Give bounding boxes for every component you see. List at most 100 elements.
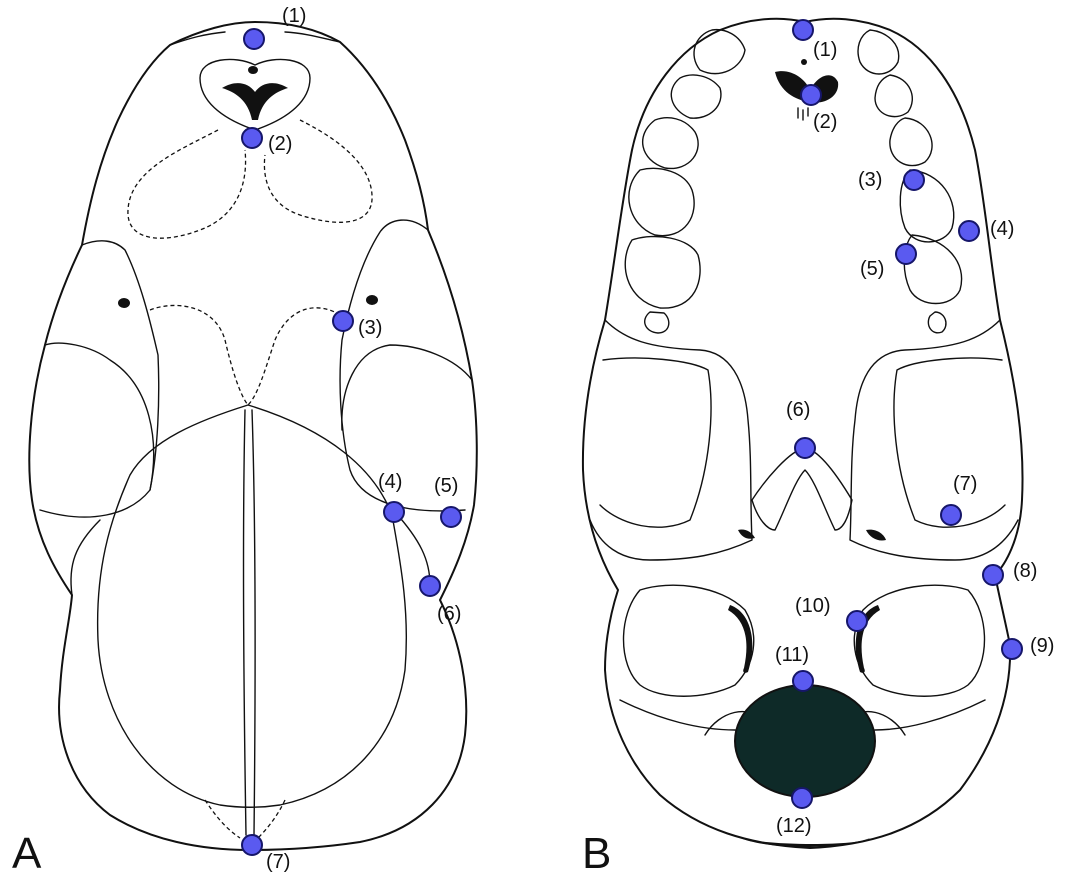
panel-a-right-foramen bbox=[366, 295, 378, 305]
landmark-dot bbox=[332, 310, 354, 332]
landmark-label: (12) bbox=[776, 815, 812, 837]
panel-a-nasal-foramen bbox=[248, 66, 258, 74]
landmark-label: (4) bbox=[990, 218, 1014, 240]
panel-b-left-zygoma bbox=[589, 319, 753, 561]
landmark-label: (7) bbox=[266, 851, 290, 873]
panel-b-landmark-1: (1) bbox=[792, 19, 837, 61]
landmark-dot bbox=[958, 220, 980, 242]
panel-a-skull-outline bbox=[28, 21, 478, 851]
panel-b-landmark-7: (7) bbox=[940, 473, 977, 526]
panel-b-left-bulla bbox=[622, 584, 755, 697]
landmark-dot bbox=[903, 169, 925, 191]
panel-b-left-teeth bbox=[624, 28, 746, 334]
panel-b-posterior-edge bbox=[740, 838, 870, 847]
panel-b-landmark-10: (10) bbox=[795, 595, 868, 632]
landmark-label: (7) bbox=[953, 473, 977, 495]
landmark-dot bbox=[846, 610, 868, 632]
panel-b-landmarks: (1) (2) (3) (4) (5) (6) bbox=[775, 19, 1054, 837]
panel-a-dashed-left bbox=[127, 129, 247, 239]
landmark-label: (3) bbox=[358, 317, 382, 339]
panel-a-landmark-3: (3) bbox=[332, 310, 382, 339]
panel-b-right-bulla bbox=[853, 584, 986, 697]
panel-b-pterygoid-dark-left bbox=[738, 529, 755, 539]
panel-a-landmark-4: (4) bbox=[378, 471, 405, 523]
panel-b-left-jugal bbox=[599, 357, 712, 528]
panel-b-landmark-12: (12) bbox=[776, 787, 813, 837]
panel-b-left-bulla-edge bbox=[728, 605, 753, 673]
panel-a-landmark-2: (2) bbox=[241, 127, 292, 155]
landmark-dot bbox=[794, 437, 816, 459]
landmark-label: (4) bbox=[378, 471, 402, 493]
landmark-dot bbox=[792, 670, 814, 692]
landmark-dot bbox=[792, 19, 814, 41]
panel-b-letter: B bbox=[582, 829, 611, 878]
panel-b-right-zygoma bbox=[849, 319, 1019, 561]
panel-b-foramen-magnum bbox=[734, 684, 876, 798]
panel-b-ventral-skull: (1) (2) (3) (4) (5) (6) bbox=[581, 17, 1054, 878]
panel-b-pterygoid-dark-right bbox=[866, 529, 886, 541]
panel-a-dorsal-skull: (1) (2) (3) (4) (5) (6) bbox=[12, 5, 478, 878]
panel-a-right-orbit bbox=[341, 344, 473, 431]
landmark-label: (5) bbox=[434, 475, 458, 497]
landmark-dot bbox=[440, 506, 462, 528]
panel-b-landmark-5: (5) bbox=[860, 243, 917, 280]
panel-a-nasal-opening bbox=[199, 58, 311, 131]
panel-b-landmark-4: (4) bbox=[958, 218, 1014, 242]
panel-b-landmark-11: (11) bbox=[775, 644, 814, 692]
panel-b-landmark-6: (6) bbox=[786, 399, 816, 459]
panel-a-nasal-dark bbox=[222, 83, 288, 120]
panel-a-landmarks: (1) (2) (3) (4) (5) (6) bbox=[241, 5, 462, 873]
landmark-label: (2) bbox=[268, 133, 292, 155]
landmark-dot bbox=[419, 575, 441, 597]
panel-a-braincase bbox=[96, 404, 408, 808]
panel-a-landmark-6: (6) bbox=[419, 575, 461, 625]
landmark-dot bbox=[895, 243, 917, 265]
landmark-label: (10) bbox=[795, 595, 831, 617]
panel-b-nasal-dot bbox=[801, 59, 807, 65]
panel-b-landmark-2: (2) bbox=[800, 84, 837, 133]
panel-b-skull-outline bbox=[581, 17, 1024, 849]
panel-b-right-jugal bbox=[893, 357, 1006, 528]
landmark-label: (8) bbox=[1013, 560, 1037, 582]
landmark-dot bbox=[791, 787, 813, 809]
landmark-dot bbox=[383, 501, 405, 523]
panel-a-letter: A bbox=[12, 829, 42, 878]
panel-a-frontal-suture bbox=[149, 304, 346, 406]
panel-a-left-temporal bbox=[70, 519, 101, 596]
landmark-label: (6) bbox=[437, 603, 461, 625]
panel-a-right-arch bbox=[339, 219, 466, 512]
panel-a-landmark-5: (5) bbox=[434, 475, 462, 528]
landmark-label: (6) bbox=[786, 399, 810, 421]
landmark-label: (11) bbox=[775, 644, 809, 666]
panel-b-landmark-3: (3) bbox=[858, 169, 925, 191]
landmark-dot bbox=[241, 834, 263, 856]
panel-a-right-temporal bbox=[394, 511, 431, 586]
panel-b-occipital-line bbox=[619, 699, 986, 731]
panel-a-left-orbit bbox=[44, 342, 155, 491]
landmark-label: (1) bbox=[813, 39, 837, 61]
landmark-label: (9) bbox=[1030, 635, 1054, 657]
panel-a-left-foramen bbox=[118, 298, 130, 308]
landmark-label: (3) bbox=[858, 169, 882, 191]
panel-a-posterior-dash bbox=[204, 799, 286, 839]
panel-b-landmark-9: (9) bbox=[1001, 635, 1054, 660]
landmark-dot bbox=[243, 28, 265, 50]
landmark-dot bbox=[982, 564, 1004, 586]
panel-a-landmark-1: (1) bbox=[243, 5, 306, 50]
landmark-dot bbox=[800, 84, 822, 106]
panel-a-dashed-right bbox=[263, 119, 373, 223]
panel-a-left-arch bbox=[39, 240, 160, 518]
landmark-label: (5) bbox=[860, 258, 884, 280]
panel-a-landmark-7: (7) bbox=[241, 834, 290, 873]
landmark-label: (1) bbox=[282, 5, 306, 27]
landmark-dot bbox=[940, 504, 962, 526]
landmark-dot bbox=[1001, 638, 1023, 660]
panel-a-snout-edge bbox=[169, 31, 341, 46]
landmark-dot bbox=[241, 127, 263, 149]
panel-b-palate-hatch bbox=[797, 107, 809, 121]
panel-a-sagittal-suture bbox=[242, 409, 256, 836]
landmark-label: (2) bbox=[813, 111, 837, 133]
panel-b-landmark-8: (8) bbox=[982, 560, 1037, 586]
panel-b-mesopterygoid bbox=[751, 447, 853, 531]
